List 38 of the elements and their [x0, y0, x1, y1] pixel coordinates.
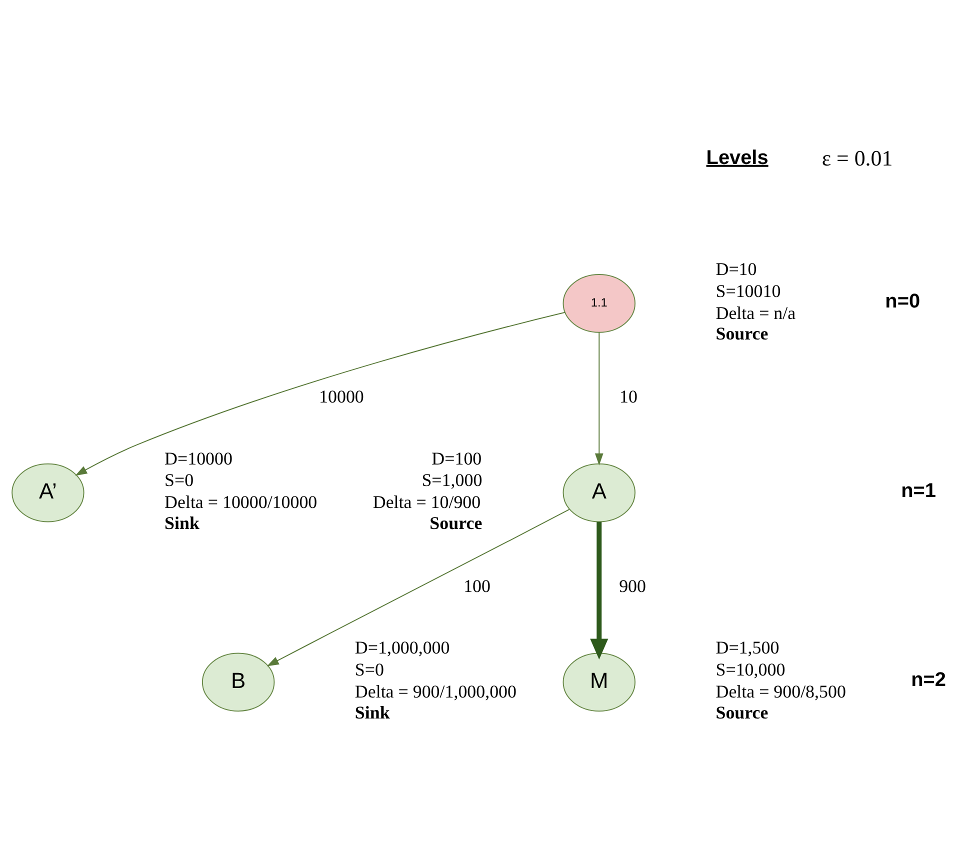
node-label: D=100 [432, 448, 482, 468]
label: ε = 0.01 [822, 145, 893, 170]
node-label: D=10 [716, 258, 757, 279]
node-label: D=1,000,000 [354, 638, 450, 658]
node-label: Delta = 10000/10000 [164, 492, 318, 512]
node-label: S=0 [164, 470, 194, 490]
node-ellipse: A’ [12, 463, 84, 522]
node-label: S=10010 [716, 280, 781, 301]
node-ellipse: 1.1 [562, 274, 636, 333]
node-ellipse: B [202, 652, 275, 712]
node-label: S=10,000 [716, 660, 786, 680]
arrow [594, 332, 604, 466]
node-ellipse: A [562, 463, 636, 522]
label: Levels [706, 146, 768, 169]
node-label: Delta = 10/900 [372, 492, 481, 512]
node-label: Sink [354, 702, 390, 722]
label: n=2 [911, 669, 946, 692]
node-label: Delta = n/a [716, 302, 796, 323]
node-label: S=1,000 [422, 470, 482, 490]
edge-label: 10000 [319, 386, 364, 406]
edge-label: 100 [464, 576, 490, 596]
node-label: D=10000 [164, 448, 232, 468]
node-label: Source [430, 513, 482, 534]
node-label: Source [716, 702, 768, 722]
label: n=1 [901, 480, 936, 502]
label: n=0 [885, 290, 920, 312]
node-label: Delta = 900/1,000,000 [354, 682, 517, 702]
edge-label: 900 [619, 576, 646, 596]
edge-label: 10 [620, 386, 638, 406]
node-label: D=1,500 [716, 638, 780, 658]
node-label: Source [716, 324, 768, 344]
node-label: Sink [164, 513, 200, 534]
node-label: S=0 [354, 660, 384, 680]
node-label: Delta = 900/8,500 [716, 682, 846, 702]
arrow [266, 508, 570, 666]
arrow [590, 522, 608, 660]
node-ellipse: M [562, 652, 636, 712]
arrow [75, 312, 566, 476]
